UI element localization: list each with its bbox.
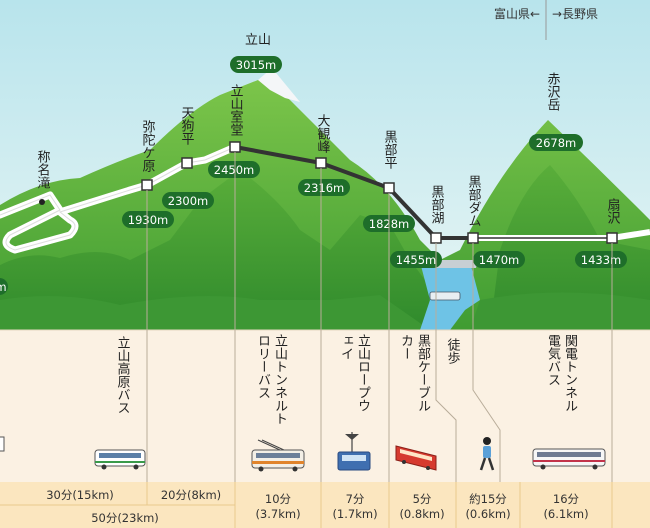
station-marker-kurobedaira (383, 182, 395, 194)
electric-bus-icon (532, 448, 606, 470)
station-name-ogizawa: 扇沢 (605, 197, 621, 224)
elev-badge-tateyama: 3015m (236, 58, 276, 72)
sightseeing-boat-icon (429, 291, 461, 301)
bus-icon (94, 449, 146, 470)
station-marker-daikanbo (315, 157, 327, 169)
station-marker-ogizawa (606, 232, 618, 244)
segment-name-walk: 徒歩 (445, 338, 461, 365)
segment-name-trolley-bus: 立山トンネルトロリーバス (255, 334, 287, 425)
svg-text:1930m: 1930m (128, 213, 168, 227)
station-name-kurobedam: 黒部ダム (466, 175, 482, 227)
station-name-kurobedaira: 黒部平 (382, 130, 398, 169)
distance-trolley: (3.7km) (255, 507, 300, 521)
peak-label-tateyama: 立山 3015m (230, 33, 282, 73)
svg-text:赤沢岳: 赤沢岳 (545, 72, 561, 111)
elev-badge-daikanbo: 2316m (298, 179, 350, 196)
svg-text:1470m: 1470m (479, 253, 519, 267)
elev-badge-tengudaira: 2300m (162, 192, 214, 209)
elev-badge-kurobedam: 1470m (473, 251, 525, 268)
station-name-kurobeko: 黒部湖 (429, 185, 445, 224)
segment-name-electric-bus: 関電トンネル電気バス (545, 334, 577, 412)
segment-name-cable-car: 黒部ケーブルカー (398, 334, 430, 412)
time-highland-bus-a: 30分(15km) (46, 488, 114, 502)
time-electric-bus: 16分 (553, 492, 580, 506)
svg-text:2316m: 2316m (304, 181, 344, 195)
time-trolley: 10分 (265, 492, 292, 506)
bus-icon-edge (0, 436, 5, 452)
walking-person-icon (479, 437, 495, 471)
peak-label-akazawa: 赤沢岳 2678m (529, 72, 583, 151)
station-marker-kurobedam (467, 232, 479, 244)
border-right-label: →長野県 (552, 7, 598, 21)
trolley-tunnel-line (234, 145, 322, 165)
segment-name-highland-bus: 立山高原バス (115, 336, 131, 414)
svg-text:m: m (0, 280, 7, 294)
segment-name-ropeway: 立山ロープウェイ (338, 334, 370, 412)
trolleybus-icon (251, 439, 305, 472)
road-route-line (0, 143, 239, 254)
cable-car-line (387, 186, 438, 240)
elev-badge-midagahara: 1930m (122, 211, 174, 228)
elev-badge-kurobeko: 1455m (390, 251, 442, 268)
time-ropeway: 7分 (346, 492, 365, 506)
ropeway-gondola-icon (337, 432, 371, 471)
station-name-tengudaira: 天狗平 (179, 106, 195, 145)
station-name-murodo: 立山室堂 (228, 84, 244, 136)
cable-car-icon (395, 445, 437, 471)
time-highland-bus-total: 50分(23km) (91, 511, 159, 525)
station-name-daikanbo: 大観峰 (315, 114, 331, 153)
border-left-label: 富山県← (494, 6, 540, 21)
elev-badge-murodo: 2450m (208, 161, 260, 178)
station-name-shomyo: 称名滝 (35, 150, 51, 189)
svg-text:2300m: 2300m (168, 194, 208, 208)
station-name-midagahara: 弥陀ケ原 (140, 119, 156, 172)
svg-text:2450m: 2450m (214, 163, 254, 177)
station-marker-kurobeko (430, 232, 442, 244)
distance-cable: (0.8km) (399, 507, 444, 521)
ropeway-line (320, 161, 390, 190)
station-marker-tengudaira (181, 157, 193, 169)
distance-walk: (0.6km) (465, 507, 510, 521)
svg-text:立山: 立山 (245, 33, 271, 48)
guide-lines (146, 152, 613, 482)
station-marker-shomyo (39, 199, 45, 205)
station-marker-midagahara (141, 179, 153, 191)
time-walk: 約15分 (469, 492, 507, 506)
svg-text:1433m: 1433m (581, 253, 621, 267)
elev-badge-edge: m (0, 278, 8, 295)
time-highland-bus-b: 20分(8km) (161, 488, 221, 502)
distance-electric-bus: (6.1km) (543, 507, 588, 521)
time-cable: 5分 (413, 492, 432, 506)
station-marker-murodo (229, 141, 241, 153)
elev-badge-ogizawa: 1433m (575, 251, 627, 268)
distance-ropeway: (1.7km) (332, 507, 377, 521)
elev-badge-akazawa: 2678m (536, 136, 576, 150)
svg-text:1455m: 1455m (396, 253, 436, 267)
